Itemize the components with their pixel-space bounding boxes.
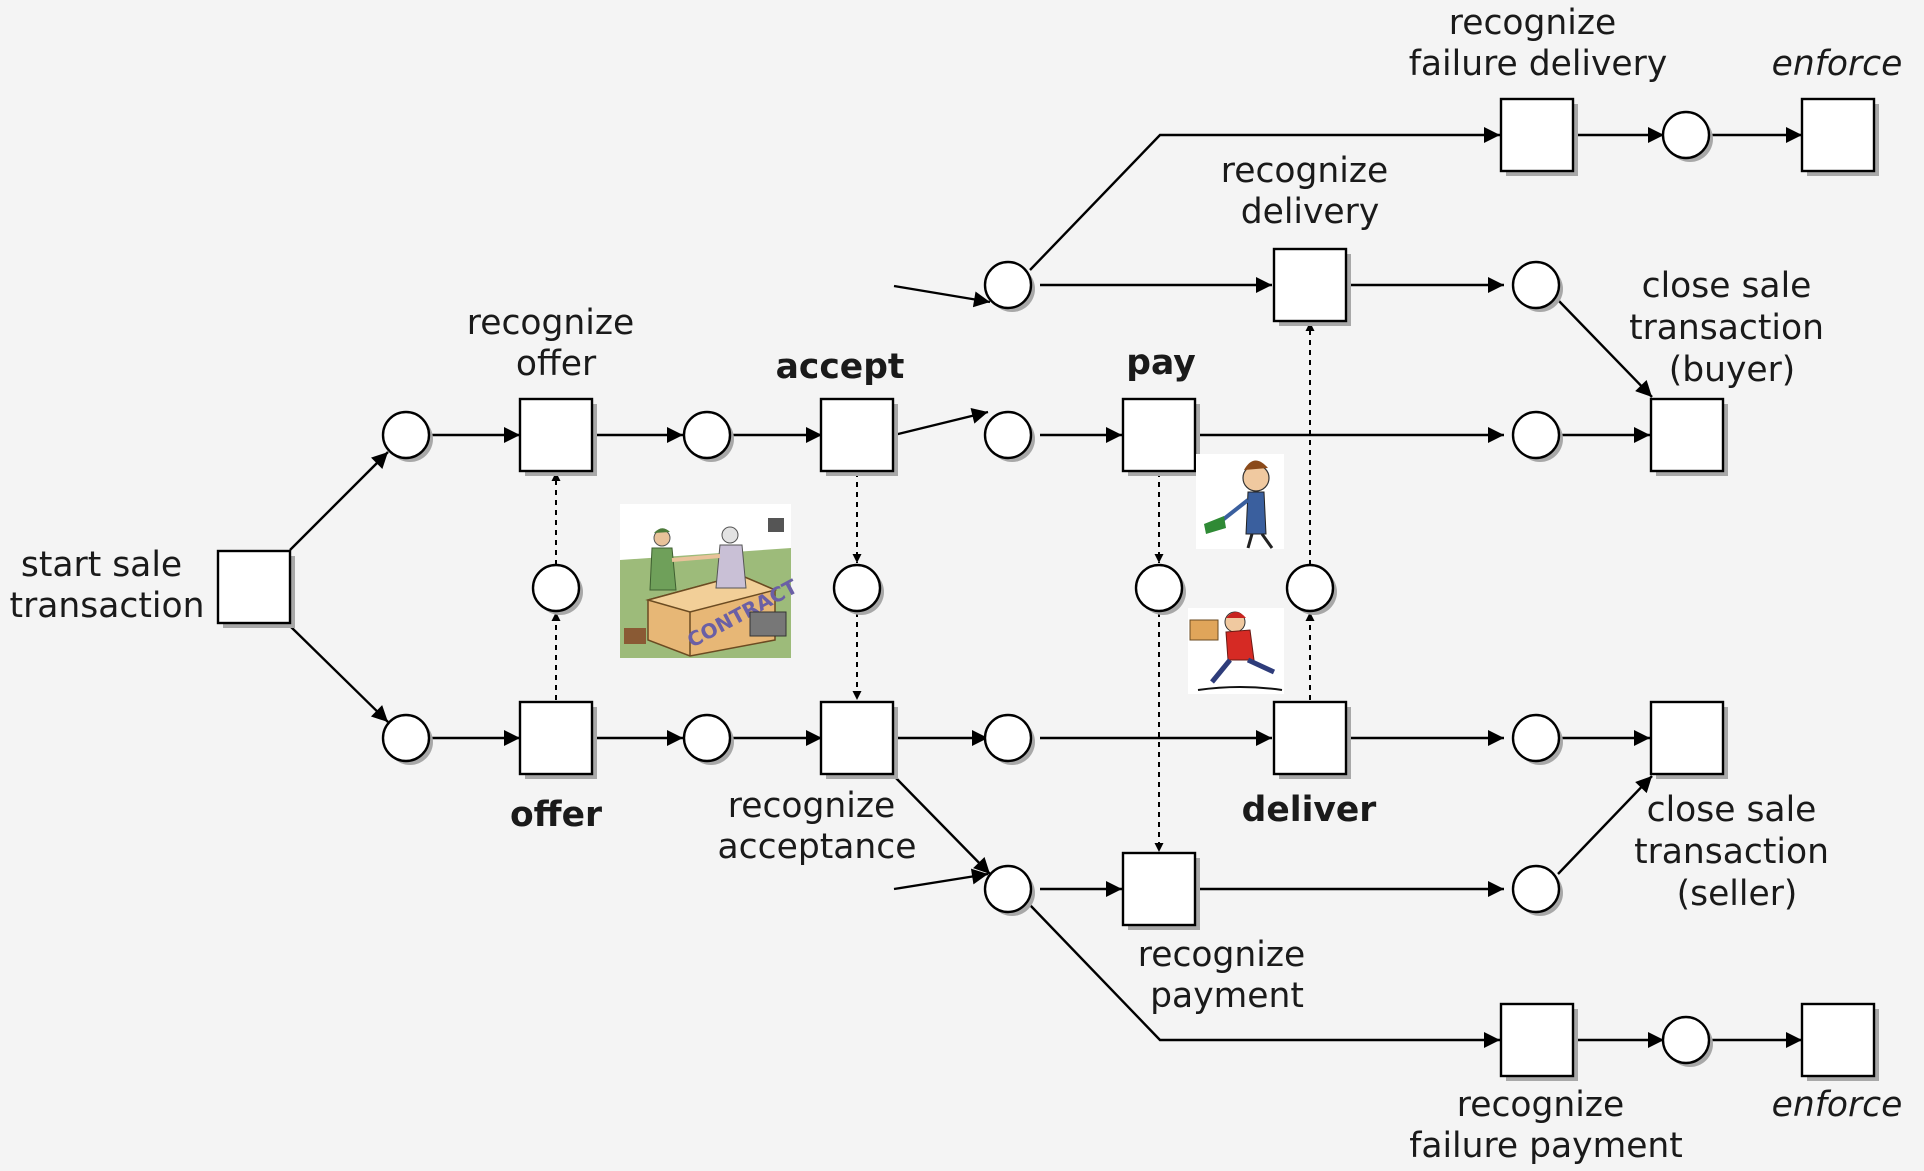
label-enforce-top: enforce — [1772, 44, 1903, 84]
label-start-sale-transaction: start sale transaction — [10, 545, 205, 626]
label-recognize-failure-payment: recognize failure payment — [1409, 1085, 1683, 1166]
place — [381, 713, 433, 765]
contract-handshake-illustration: CONTRACT — [620, 504, 802, 658]
transition-start — [216, 549, 295, 628]
places — [381, 110, 1713, 1067]
place — [1661, 1015, 1713, 1067]
transitions — [216, 97, 1879, 1081]
place — [832, 563, 884, 615]
place — [983, 260, 1035, 312]
place — [531, 563, 583, 615]
transition-recognize-payment — [1121, 851, 1200, 930]
transition-deliver — [1272, 700, 1351, 779]
label-recognize-failure-delivery: recognize failure delivery — [1409, 3, 1667, 84]
place — [1511, 864, 1563, 916]
transition-recognize-delivery — [1272, 247, 1351, 326]
label-recognize-delivery: recognize delivery — [1221, 151, 1399, 232]
transition-enforce-top — [1800, 97, 1879, 176]
place — [1511, 260, 1563, 312]
label-enforce-bottom: enforce — [1772, 1085, 1903, 1125]
transition-recognize-failure-payment — [1499, 1002, 1578, 1081]
place — [1285, 563, 1337, 615]
label-close-sale-seller: close sale transaction (seller) — [1634, 790, 1840, 914]
label-recognize-payment: recognize payment — [1138, 935, 1316, 1016]
place — [1661, 110, 1713, 162]
dashed-edges — [551, 322, 1315, 852]
transition-accept — [819, 397, 898, 476]
place — [983, 713, 1035, 765]
label-accept: accept — [776, 347, 905, 387]
label-recognize-offer: recognize offer — [467, 303, 645, 384]
place — [1134, 563, 1186, 615]
transition-recognize-offer — [518, 397, 597, 476]
place — [682, 713, 734, 765]
label-close-sale-buyer: close sale transaction (buyer) — [1629, 266, 1835, 390]
edges — [289, 127, 1802, 1048]
labels: start sale transaction recognize offer o… — [10, 3, 1903, 1166]
transition-recognize-failure-delivery — [1499, 97, 1578, 176]
label-deliver: deliver — [1242, 790, 1377, 830]
transition-offer — [518, 700, 597, 779]
place — [983, 410, 1035, 462]
label-recognize-acceptance: recognize acceptance — [718, 786, 917, 867]
transition-pay — [1121, 397, 1200, 476]
courier-delivering-illustration — [1188, 608, 1284, 694]
place — [983, 864, 1035, 916]
transition-recognize-acceptance — [819, 700, 898, 779]
place — [682, 410, 734, 462]
transition-close-buyer — [1649, 397, 1728, 476]
place — [381, 410, 433, 462]
transition-close-seller — [1649, 700, 1728, 779]
place — [1511, 713, 1563, 765]
label-pay: pay — [1126, 343, 1195, 383]
place — [1511, 410, 1563, 462]
label-offer: offer — [510, 795, 602, 835]
transition-enforce-bottom — [1800, 1002, 1879, 1081]
buyer-paying-illustration — [1196, 454, 1284, 549]
